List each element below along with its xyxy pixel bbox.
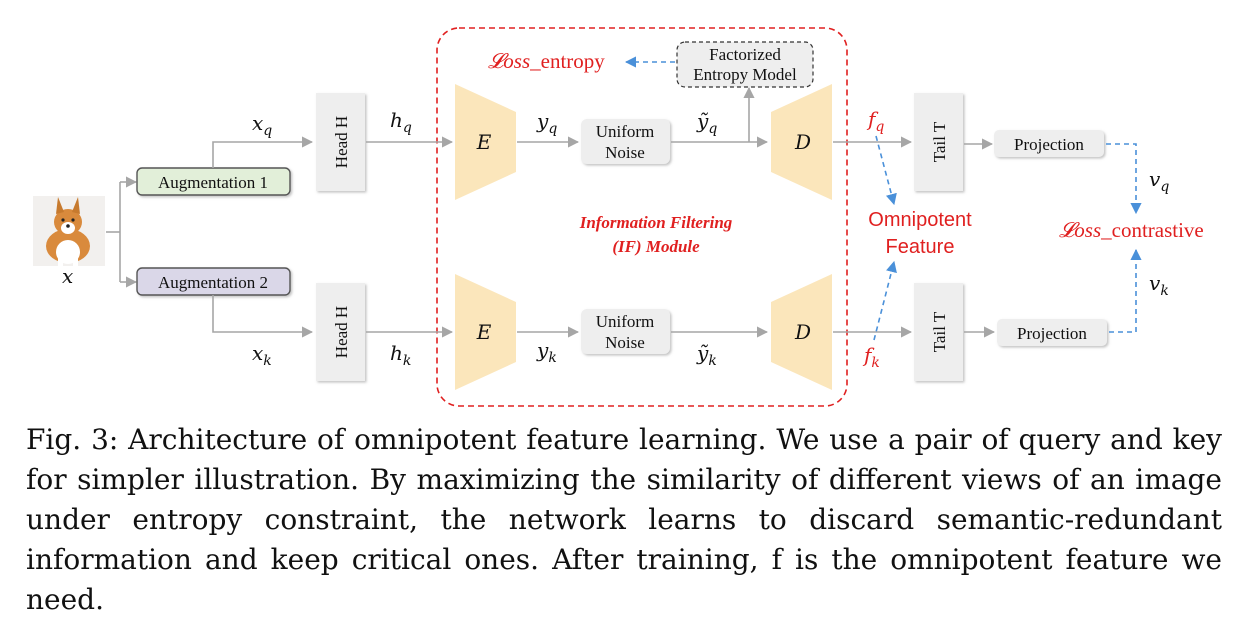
- contrastive-dashed-arrows: [1106, 143, 1142, 333]
- projection-q-box: [994, 130, 1104, 157]
- projection-q-label: Projection: [1014, 135, 1084, 154]
- input-branch-lines: [106, 176, 138, 288]
- head-q-box: [316, 93, 365, 191]
- yk-label: yk: [536, 338, 557, 366]
- if-module-title-line2: (IF) Module: [612, 237, 700, 256]
- ytilde-k-label: ỹk: [696, 341, 717, 369]
- head-k-box: [316, 283, 365, 381]
- head-q-label: Head H: [332, 116, 351, 168]
- noise-k-line2: Noise: [605, 333, 645, 352]
- head-to-encoder-lines: [366, 136, 454, 338]
- tail-q-label: Tail T: [930, 121, 949, 162]
- xq-label: xq: [252, 111, 272, 139]
- entropy-model-line2: Entropy Model: [693, 65, 797, 84]
- decoder-k-shape: [771, 274, 832, 390]
- augmentation-2-label: Augmentation 2: [158, 273, 268, 292]
- vk-label: vk: [1149, 271, 1169, 299]
- encoder-q-shape: [455, 84, 516, 200]
- hq-label: hq: [390, 108, 412, 136]
- decoder-q-label: D: [794, 130, 811, 154]
- if-module-title-line1: Information Filtering: [579, 213, 733, 232]
- input-label: x: [62, 264, 73, 288]
- yq-label: yq: [536, 109, 557, 137]
- tail-to-projection-lines: [964, 138, 996, 338]
- noise-q-box: [581, 119, 670, 164]
- encoder-k-shape: [455, 274, 516, 390]
- tail-k-box: [914, 283, 963, 381]
- figure-caption: Fig. 3: Architecture of omnipotent featu…: [26, 423, 1222, 616]
- input-dog-image: [33, 196, 105, 266]
- tail-k-label: Tail T: [930, 311, 949, 352]
- projection-k-label: Projection: [1017, 324, 1087, 343]
- encoder-k-label: E: [476, 320, 492, 344]
- architecture-diagram: x Augmentation 1 Augmentation 2 xq xk He…: [33, 27, 1204, 407]
- noise-k-box: [581, 309, 670, 354]
- loss-entropy-label: 𝓛oss_entropy: [488, 49, 605, 73]
- noise-to-decoder-lines: [671, 86, 769, 338]
- fk-label: fk: [862, 343, 880, 371]
- fq-label: fq: [866, 107, 884, 135]
- loss-contrastive-label: 𝓛oss_contrastive: [1059, 218, 1204, 242]
- omnipotent-dashed-arrows: [873, 135, 897, 341]
- noise-k-line1: Uniform: [596, 312, 655, 331]
- noise-q-line2: Noise: [605, 143, 645, 162]
- decoder-to-tail-lines: [833, 136, 913, 338]
- decoder-k-label: D: [794, 320, 811, 344]
- omnipotent-feature-line1: Omnipotent: [868, 209, 972, 231]
- head-k-label: Head H: [332, 306, 351, 358]
- entropy-model-box: [676, 41, 814, 88]
- vq-label: vq: [1149, 167, 1169, 195]
- augmentation-1-label: Augmentation 1: [158, 173, 268, 192]
- omnipotent-feature-line2: Feature: [886, 236, 955, 258]
- tail-q-box: [914, 93, 963, 191]
- decoder-q-shape: [771, 84, 832, 200]
- ytilde-q-label: ỹq: [696, 109, 717, 137]
- if-module-border: [436, 27, 848, 407]
- entropy-model-line1: Factorized: [709, 45, 781, 64]
- encoder-q-label: E: [476, 130, 492, 154]
- hk-label: hk: [390, 341, 411, 369]
- projection-k-box: [997, 319, 1107, 346]
- aug-to-head-lines: [212, 136, 314, 338]
- encoder-to-noise-lines: [517, 136, 580, 338]
- xk-label: xk: [252, 341, 272, 369]
- noise-q-line1: Uniform: [596, 122, 655, 141]
